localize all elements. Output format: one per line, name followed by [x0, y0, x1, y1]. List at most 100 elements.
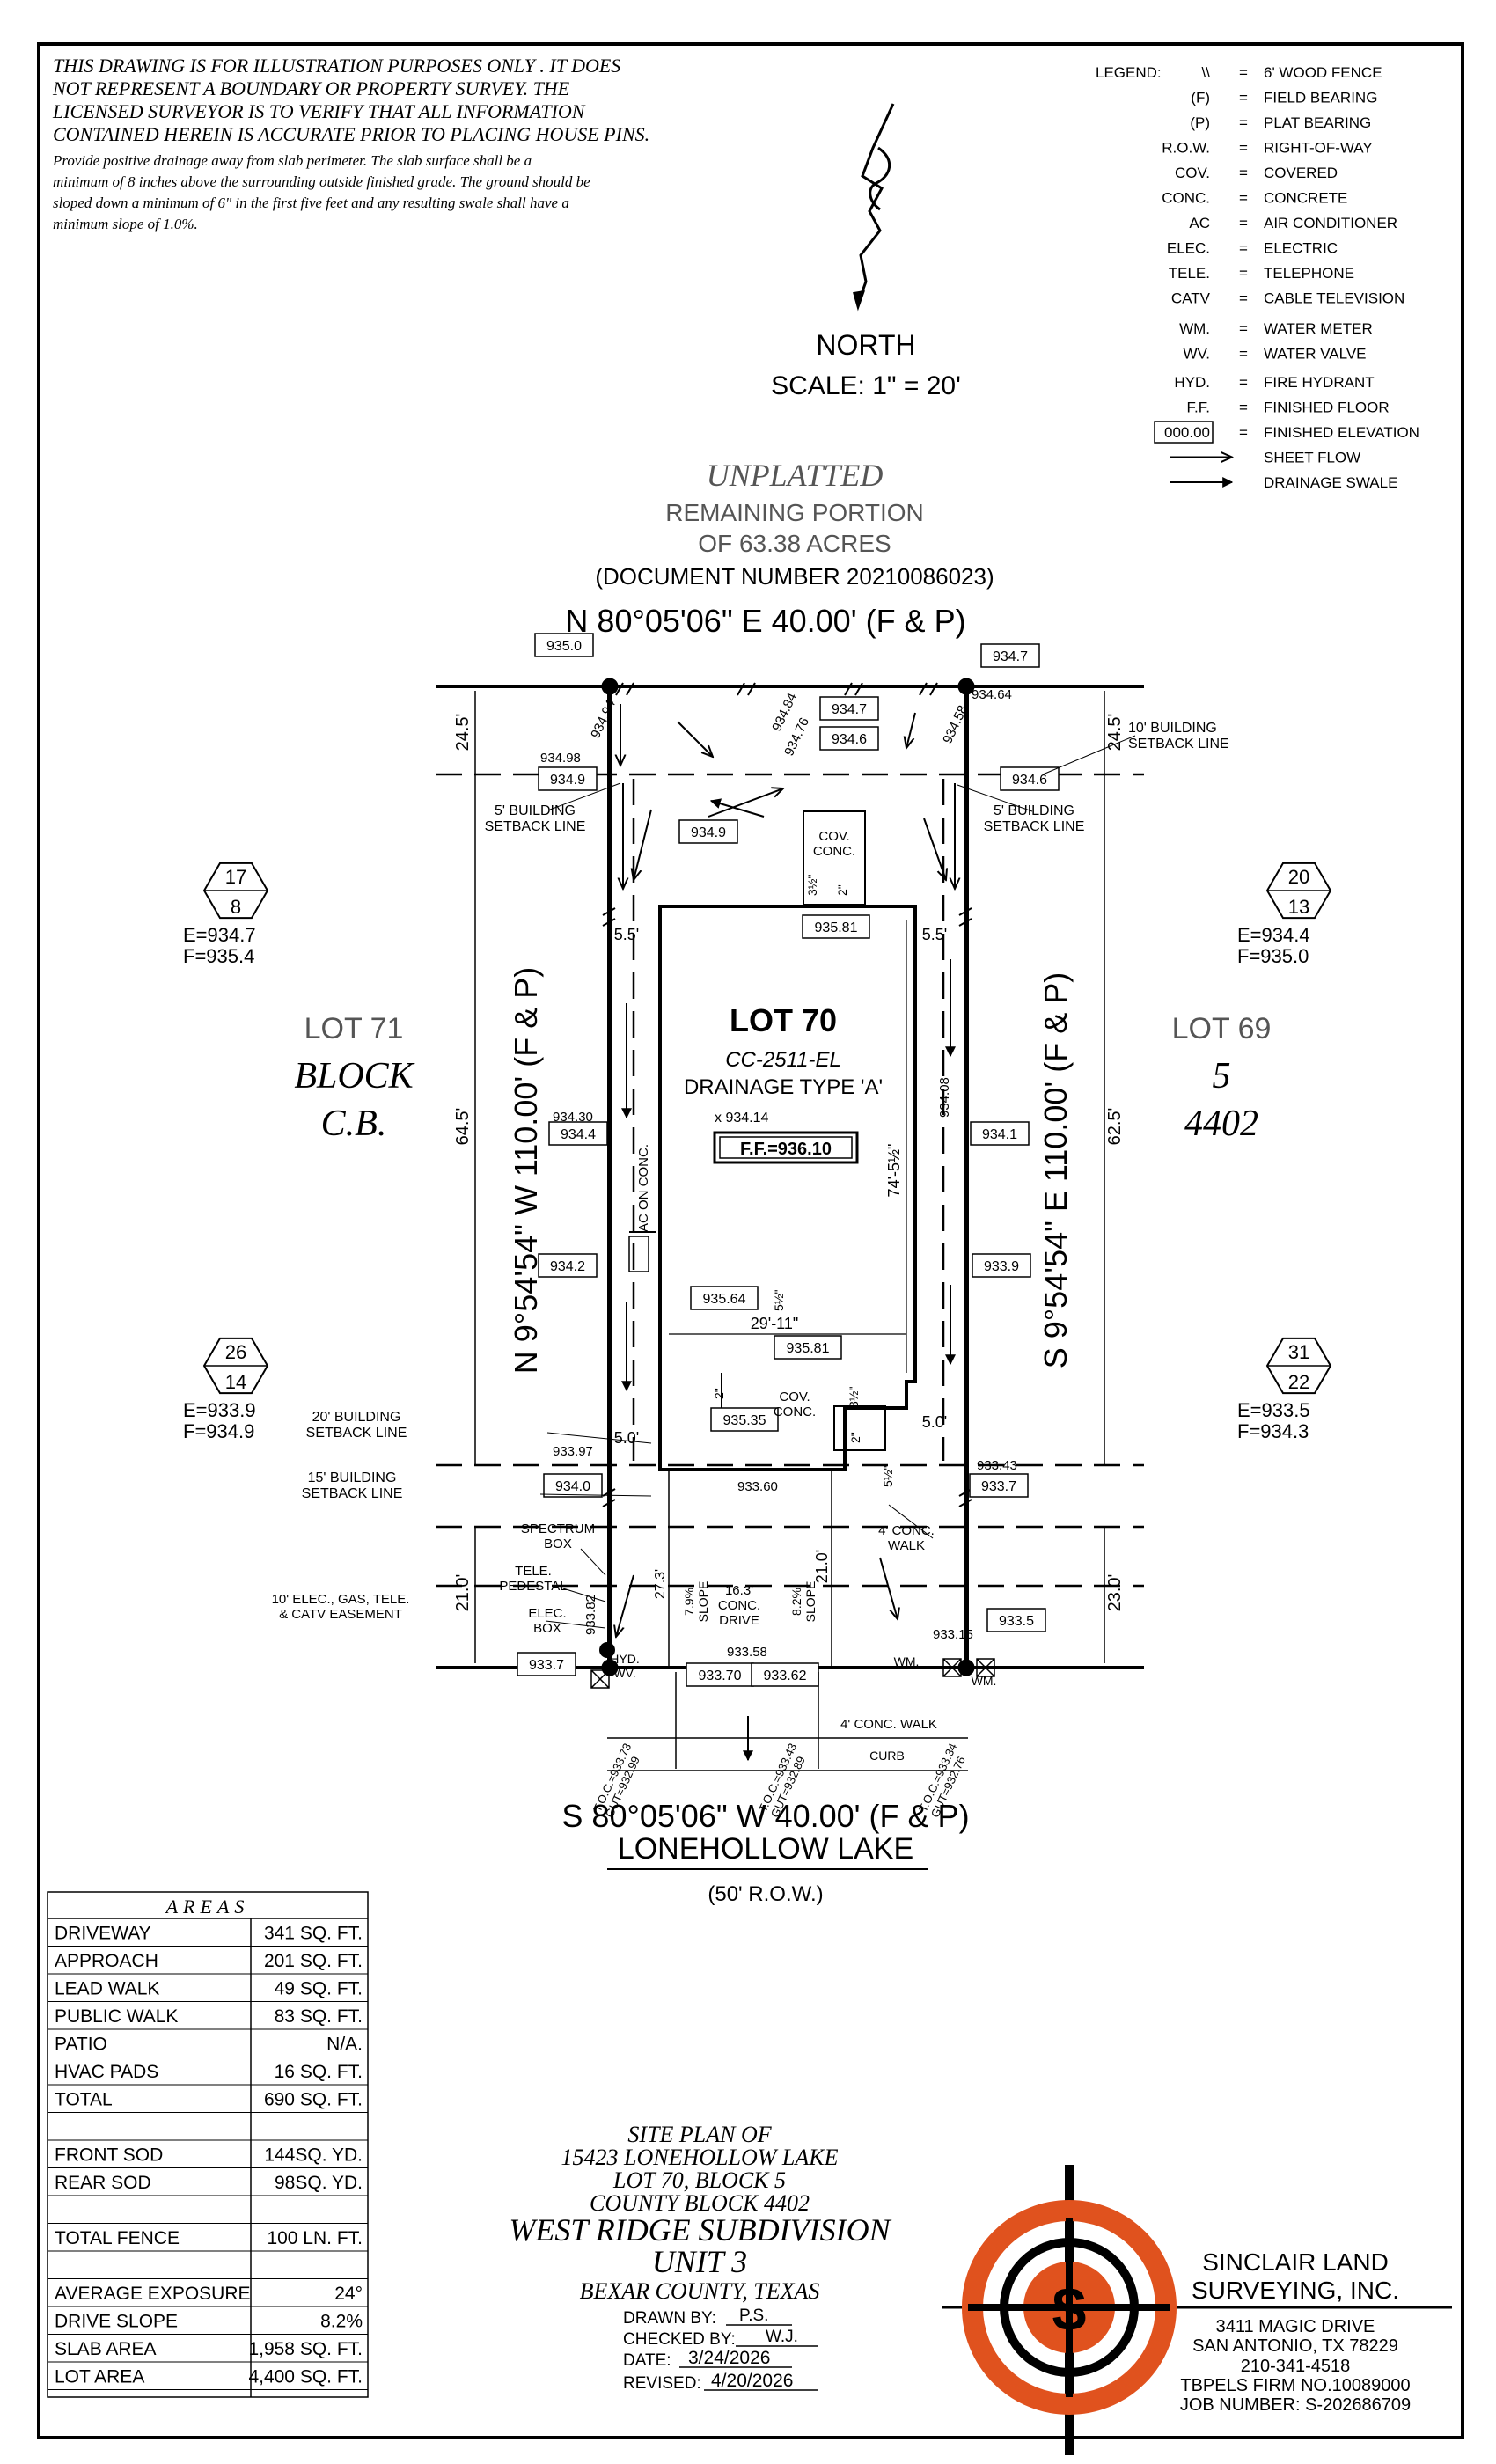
hex-e: E=933.5: [1237, 1399, 1310, 1421]
street-name: LONEHOLLOW LAKE: [618, 1832, 913, 1866]
elevation-box: [970, 1121, 1030, 1146]
legend-symbol: AC: [1189, 215, 1210, 231]
elevation-box: [710, 1407, 779, 1432]
dim-left-64: 64.5': [453, 1108, 473, 1146]
legend-desc: AIR CONDITIONER: [1264, 215, 1397, 231]
dim-right-62: 62.5': [1105, 1108, 1125, 1146]
elevation-plain-value: 933.15: [933, 1627, 973, 1642]
legend-symbol: (F): [1191, 90, 1210, 106]
elevation-value: 933.9: [984, 1259, 1019, 1274]
areas-key: AVERAGE EXPOSURE: [55, 2284, 251, 2304]
elevation-value: 933.7: [981, 1479, 1016, 1494]
legend-equals: =: [1239, 140, 1248, 157]
hex-top: 31: [1288, 1341, 1309, 1363]
elevation-box: [819, 726, 879, 751]
elevation-box: [819, 696, 879, 721]
areas-key: LOT AREA: [55, 2367, 144, 2387]
date-value: 3/24/2026: [688, 2348, 770, 2368]
north-label: NORTH: [816, 329, 915, 361]
revised-label: REVISED:: [623, 2374, 701, 2393]
finished-floor: F.F.=936.10: [740, 1140, 832, 1159]
areas-value: 690 SQ. FT.: [264, 2090, 363, 2110]
disclaimer-line: LICENSED SURVEYOR IS TO VERIFY THAT ALL …: [52, 100, 586, 122]
leader-line: [545, 1620, 606, 1629]
areas-key: FRONT SOD: [55, 2145, 163, 2166]
drainage-note-line: Provide positive drainage away from slab…: [52, 152, 532, 169]
legend-desc: PLAT BEARING: [1264, 114, 1371, 131]
legend-desc: COVERED: [1264, 165, 1338, 181]
hex-e: E=934.4: [1237, 924, 1310, 946]
legend-equals: =: [1239, 265, 1248, 282]
checked-value: W.J.: [766, 2328, 798, 2346]
block-label: BLOCK: [294, 1056, 414, 1096]
county-line: BEXAR COUNTY, TEXAS: [580, 2278, 820, 2304]
drive-21-label: 21.0': [813, 1550, 831, 1583]
elevation-plain-value: 933.43: [977, 1458, 1017, 1473]
legend-symbol: (P): [1190, 114, 1210, 131]
hex-top: 26: [225, 1341, 246, 1363]
west-bearing: N 9°54'54" W 110.00' (F & P): [508, 967, 544, 1374]
elevation-value: 934.7: [993, 649, 1028, 664]
elevation-box: [517, 1652, 576, 1676]
legend-desc: CONCRETE: [1264, 190, 1347, 207]
legend-equals: =: [1239, 320, 1248, 337]
areas-key: PUBLIC WALK: [55, 2006, 178, 2027]
legend-symbol: F.F.: [1187, 400, 1210, 416]
hex-bottom: 13: [1288, 896, 1309, 918]
elevation-value: 935.0: [546, 639, 582, 654]
company-logo: $: [942, 2165, 1452, 2455]
disclaimer-line: NOT REPRESENT A BOUNDARY OR PROPERTY SUR…: [52, 77, 570, 99]
leader-line: [549, 782, 621, 810]
wm-r-label: WM.: [972, 1674, 997, 1688]
hex-f: F=935.4: [183, 945, 254, 967]
legend-equals: =: [1239, 290, 1248, 307]
fire-hydrant-icon: [599, 1642, 615, 1658]
elevation-value: 934.7: [832, 702, 867, 717]
elevation-value: 934.4: [561, 1127, 596, 1142]
areas-value: 83 SQ. FT.: [275, 2006, 363, 2027]
hex-bottom: 14: [225, 1371, 246, 1393]
elevation-box: [774, 1335, 842, 1360]
legend-equals: =: [1239, 424, 1248, 441]
areas-value: 49 SQ. FT.: [275, 1979, 363, 1999]
hex-top: 17: [225, 866, 246, 888]
areas-title: AREAS: [165, 1896, 250, 1918]
elevation-value: 933.70: [699, 1668, 742, 1683]
unplatted-title: UNPLATTED: [707, 458, 884, 493]
inch-dim: 2": [848, 1432, 862, 1443]
legend-desc: ELECTRIC: [1264, 240, 1338, 257]
leader-line: [546, 1432, 652, 1444]
legend-equals: =: [1239, 190, 1248, 207]
water-meter-icon: [976, 1658, 995, 1677]
company-firm: TBPELS FIRM NO.10089000: [1180, 2376, 1410, 2395]
areas-value: 4,400 SQ. FT.: [248, 2367, 363, 2387]
legend: LEGEND: \\=6' WOOD FENCE(F)=FIELD BEARIN…: [1096, 64, 1419, 491]
elevation-box: [972, 1253, 1031, 1278]
east-bearing: S 9°54'54" E 110.00' (F & P): [1038, 972, 1074, 1369]
water-valve-icon: [590, 1669, 610, 1689]
areas-value: N/A.: [326, 2035, 363, 2055]
areas-key: SLAB AREA: [55, 2339, 157, 2359]
hyd-label: HYD.WV.: [610, 1652, 639, 1680]
elevation-box: [534, 633, 594, 657]
company-phone: 210-341-4518: [1241, 2357, 1351, 2376]
dim-top-left: 24.5': [453, 714, 473, 752]
legend-symbol: R.O.W.: [1162, 140, 1210, 157]
legend-title: LEGEND:: [1096, 64, 1162, 81]
leader-line: [580, 1548, 606, 1576]
elevation-box: [678, 819, 738, 844]
revised-value: 4/20/2026: [711, 2371, 793, 2391]
areas-value: 201 SQ. FT.: [264, 1951, 363, 1971]
elevation-plain-value: 933.58: [727, 1645, 767, 1660]
finished-floor-inner: [719, 1136, 853, 1159]
legend-symbol: CATV: [1171, 290, 1211, 307]
legend-symbol: HYD.: [1174, 374, 1210, 391]
elevation-value: 934.2: [550, 1259, 585, 1274]
elevation-box: [686, 1662, 754, 1687]
drainage-type: DRAINAGE TYPE 'A': [684, 1075, 883, 1099]
